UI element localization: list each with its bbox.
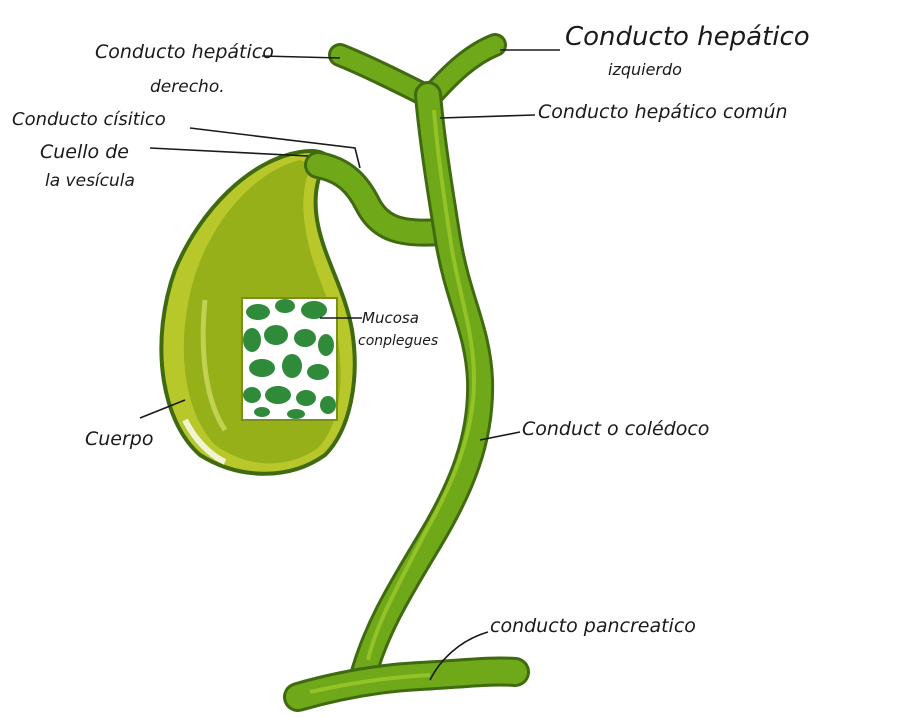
- label-neck-2: la vesícula: [45, 171, 135, 191]
- mucosa-window: [242, 298, 337, 420]
- label-right-hepatic-1: Conducto hepático: [95, 41, 274, 63]
- label-right-hepatic-2: derecho.: [150, 77, 225, 97]
- label-choledoch: Conduct o colédoco: [522, 418, 709, 440]
- common-bile-duct: [362, 95, 480, 680]
- gallbladder: [161, 151, 354, 474]
- label-mucosa-2: conplegues: [358, 333, 438, 349]
- label-common-hepatic: Conducto hepático común: [538, 101, 788, 123]
- label-body: Cuerpo: [85, 428, 154, 450]
- label-mucosa-1: Mucosa: [362, 309, 419, 327]
- label-neck-1: Cuello de: [40, 141, 129, 163]
- label-cystic: Conducto císitico: [12, 109, 166, 130]
- label-left-hepatic-1: Conducto hepático: [565, 22, 810, 52]
- label-left-hepatic-2: izquierdo: [608, 60, 682, 79]
- label-pancreatic: conducto pancreatico: [490, 615, 696, 637]
